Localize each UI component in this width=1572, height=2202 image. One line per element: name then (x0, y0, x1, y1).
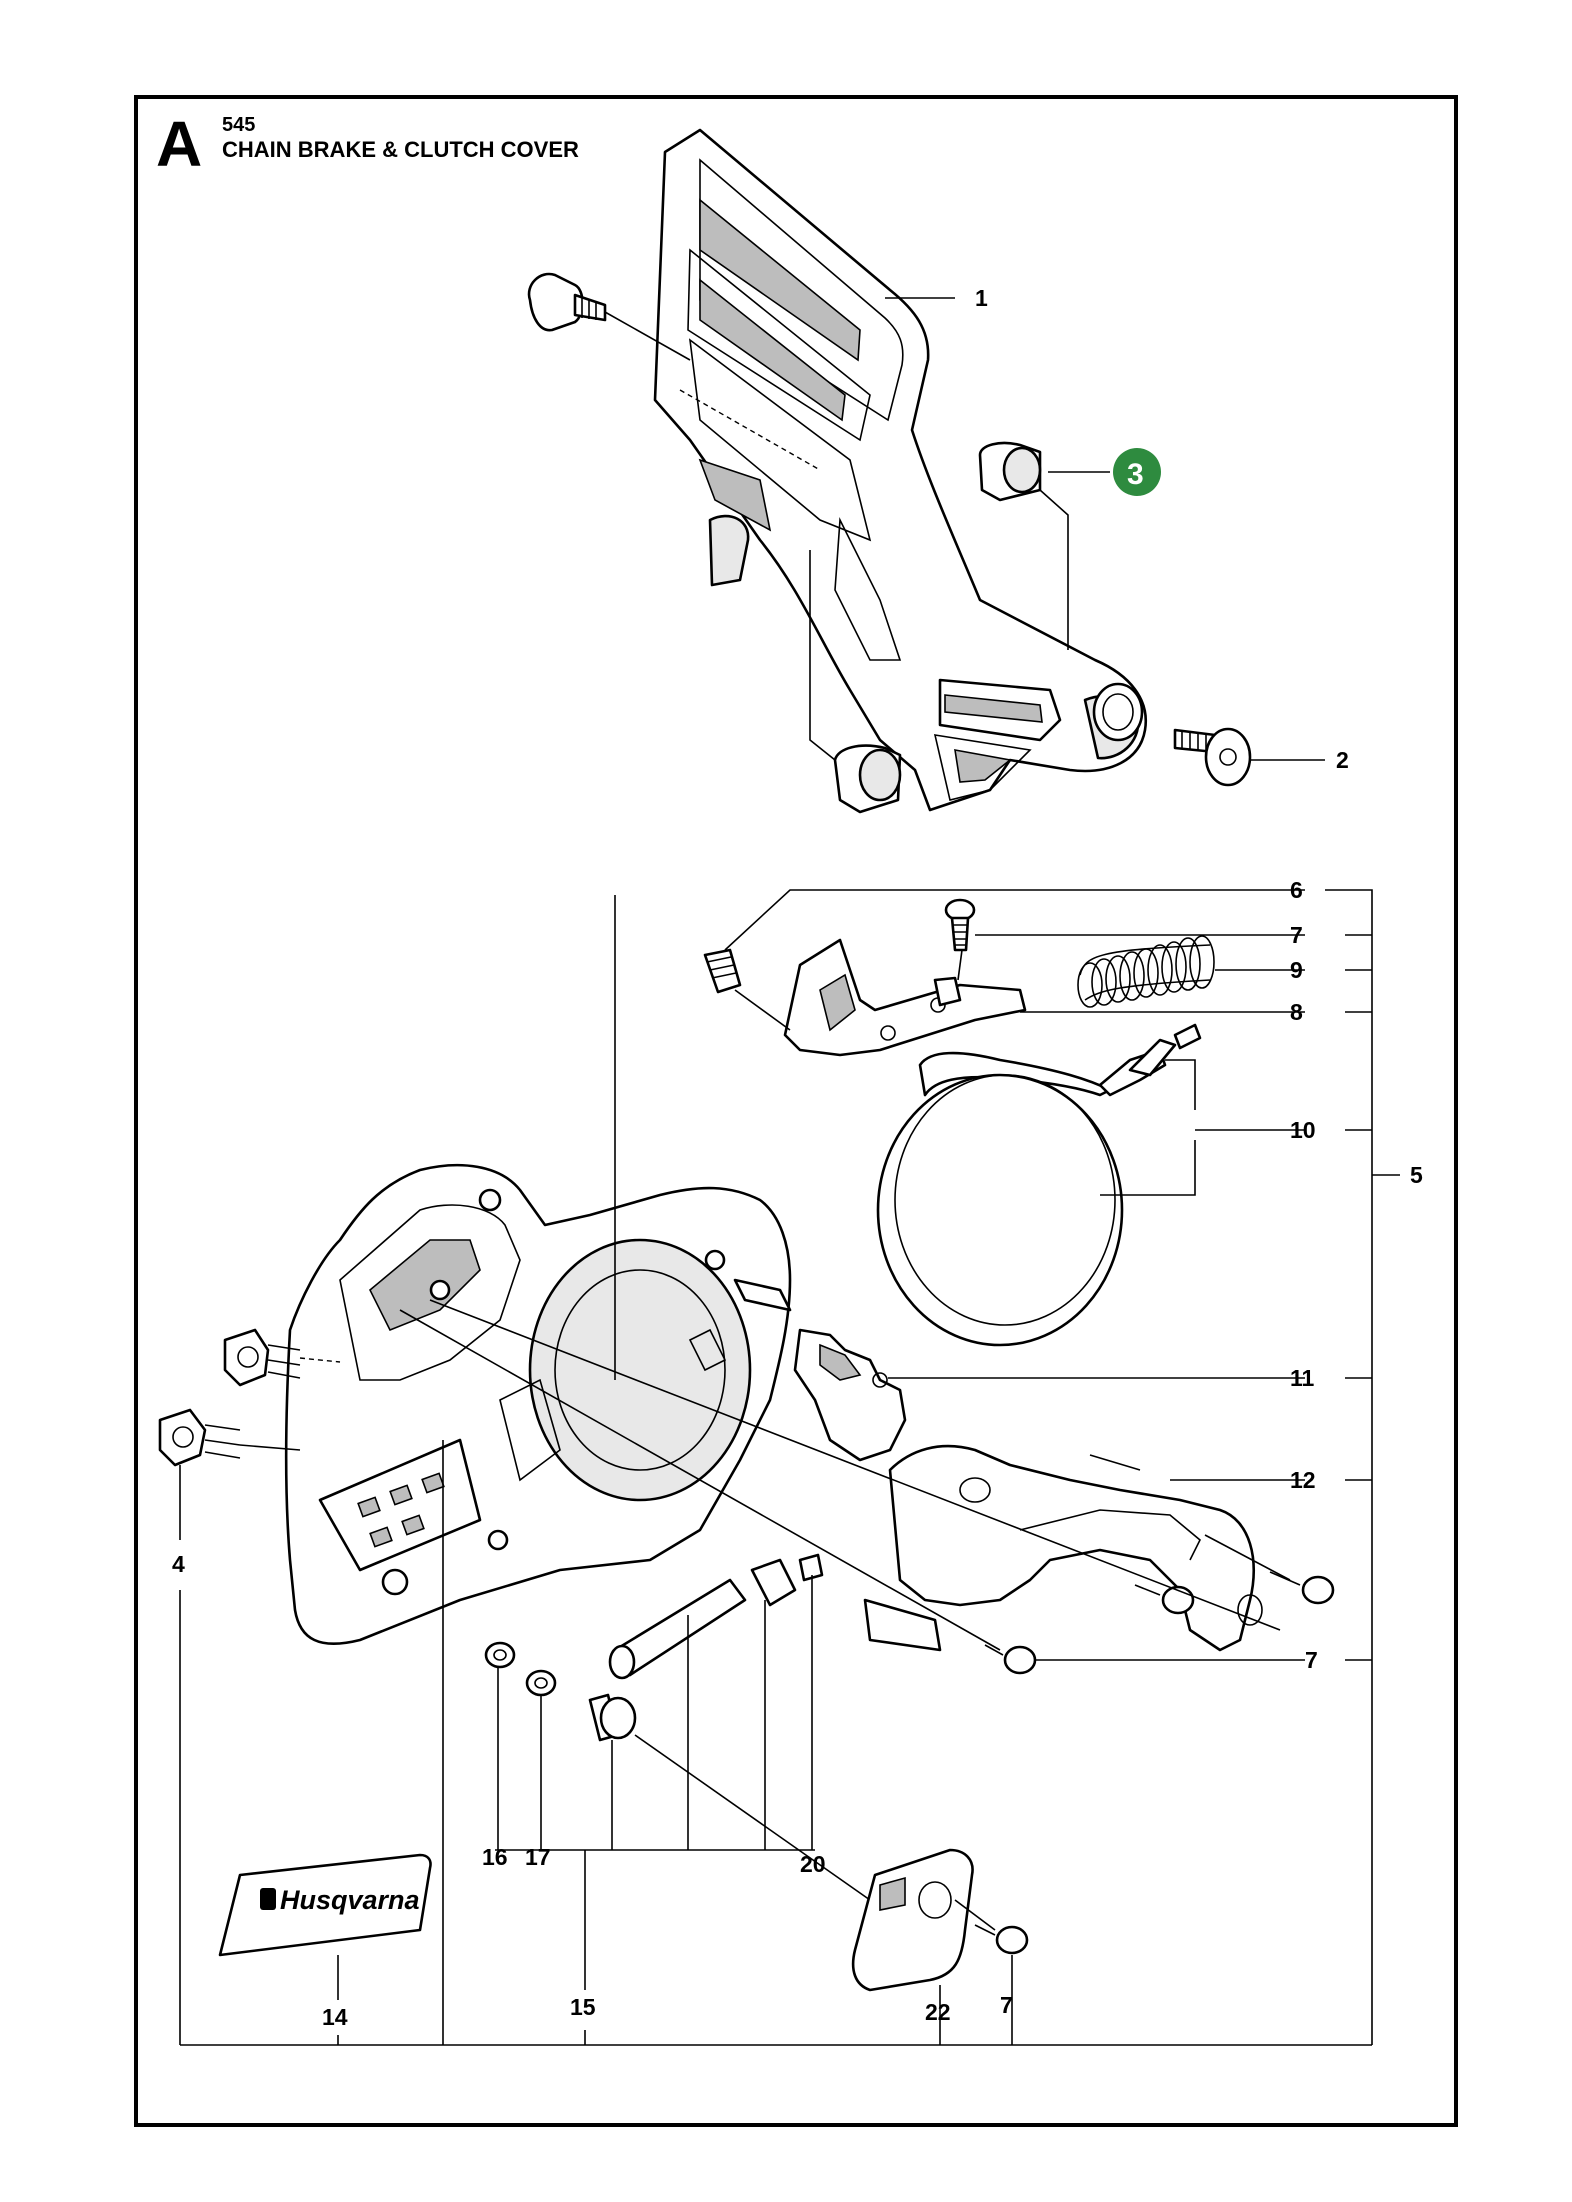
highlight-circle (1113, 448, 1161, 496)
nut-part-4-lower[interactable] (158, 1408, 301, 2045)
decal-part-14[interactable]: Husqvarna (218, 1853, 432, 2000)
callout-7-bottom: 7 (1000, 1992, 1013, 2018)
callout-4: 4 (172, 1551, 185, 1577)
bushing-part-3-lower[interactable] (809, 550, 902, 814)
callout-6: 6 (1290, 877, 1303, 903)
brake-band-part-10[interactable] (876, 1023, 1305, 1347)
pin-part-6[interactable] (703, 889, 1305, 1031)
screw-part-7-plate[interactable] (974, 1924, 1029, 2045)
callout-8: 8 (1290, 999, 1303, 1025)
callout-16: 16 (482, 1844, 508, 1870)
hand-guard-part-1[interactable] (653, 128, 1148, 812)
callout-3-highlight: 3 (1127, 458, 1144, 491)
bushing-adjuster[interactable] (588, 1693, 871, 1901)
guard-plate-part-12[interactable] (863, 1444, 1305, 1652)
screw-part-7-guard-left[interactable] (1134, 1584, 1195, 1615)
brake-lever-part-8[interactable] (783, 938, 1305, 1057)
callout-7-top: 7 (1290, 922, 1303, 948)
callout-11: 11 (1290, 1365, 1315, 1391)
assembly-right-ticks (1345, 934, 1372, 1661)
assembly-axis-line (429, 1299, 1281, 1631)
nut-part-4-upper[interactable] (223, 1328, 341, 1387)
callout-2: 2 (1336, 747, 1349, 773)
callout-5: 5 (1410, 1162, 1423, 1188)
pad-part-11[interactable] (793, 1328, 1305, 1462)
callout-20: 20 (800, 1851, 826, 1877)
nut-part-20[interactable] (750, 1553, 824, 1850)
callout-12: 12 (1290, 1467, 1316, 1493)
bushing-part-3-upper[interactable] (978, 441, 1069, 650)
screw-part-7-top[interactable] (944, 898, 1305, 981)
assembly-right-bracket (1325, 889, 1373, 2045)
callout-7-right: 7 (1305, 1647, 1318, 1673)
diagram-frame (134, 95, 1458, 2127)
assembly-drop-lines (337, 1440, 586, 2045)
pivot-screw[interactable] (527, 272, 691, 361)
husqvarna-logo-icon (260, 1888, 276, 1910)
callout-22: 22 (925, 1999, 951, 2025)
page-title: CHAIN BRAKE & CLUTCH COVER (222, 137, 579, 162)
screw-part-7-guard-right[interactable] (1204, 1534, 1335, 1605)
callout-1: 1 (975, 285, 988, 311)
cover-plate-part-22[interactable] (851, 1848, 996, 2045)
clutch-cover-body-part-4[interactable] (284, 1163, 792, 1645)
washer-part-16[interactable] (484, 1641, 516, 1850)
screw-part-7-cover[interactable] (399, 1309, 1305, 1675)
adjuster-screw[interactable] (608, 1578, 747, 1850)
section-letter: A (156, 108, 203, 180)
callout-17: 17 (525, 1844, 551, 1870)
callout-14: 14 (322, 2004, 348, 2030)
screw-part-2[interactable] (1173, 727, 1325, 787)
washer-part-17[interactable] (525, 1669, 557, 1850)
callout-15: 15 (570, 1994, 596, 2020)
brand-name: Husqvarna (280, 1885, 420, 1915)
spring-part-9[interactable] (1077, 935, 1305, 1008)
callout-9: 9 (1290, 957, 1303, 983)
callout-10: 10 (1290, 1117, 1316, 1143)
model-number: 545 (222, 114, 256, 136)
